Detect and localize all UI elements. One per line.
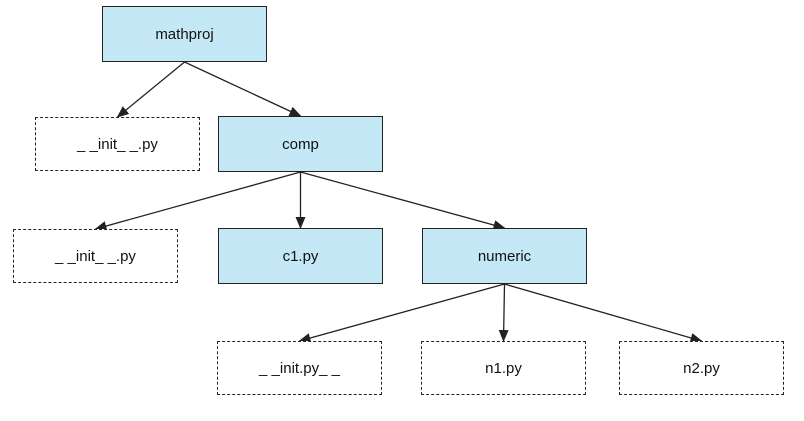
- edge-comp-to-init_comp: [94, 171, 301, 231]
- node-numeric: numeric: [422, 228, 587, 284]
- node-init-numeric: _ _init.py_ _: [217, 341, 382, 395]
- edge-mathproj-to-comp: [184, 61, 302, 117]
- node-n1: n1.py: [421, 341, 586, 395]
- edge-numeric-to-n2: [504, 283, 703, 343]
- node-n2: n2.py: [619, 341, 784, 395]
- node-c1: c1.py: [218, 228, 383, 284]
- node-comp: comp: [218, 116, 383, 172]
- edge-mathproj-to-init_top: [116, 61, 185, 118]
- node-init-comp: _ _init_ _.py: [13, 229, 178, 283]
- edge-comp-to-numeric: [300, 171, 506, 230]
- edge-numeric-to-n1: [498, 283, 509, 342]
- node-mathproj: mathproj: [102, 6, 267, 62]
- node-init-top: _ _init_ _.py: [35, 117, 200, 171]
- edge-numeric-to-init_numeric: [298, 283, 505, 343]
